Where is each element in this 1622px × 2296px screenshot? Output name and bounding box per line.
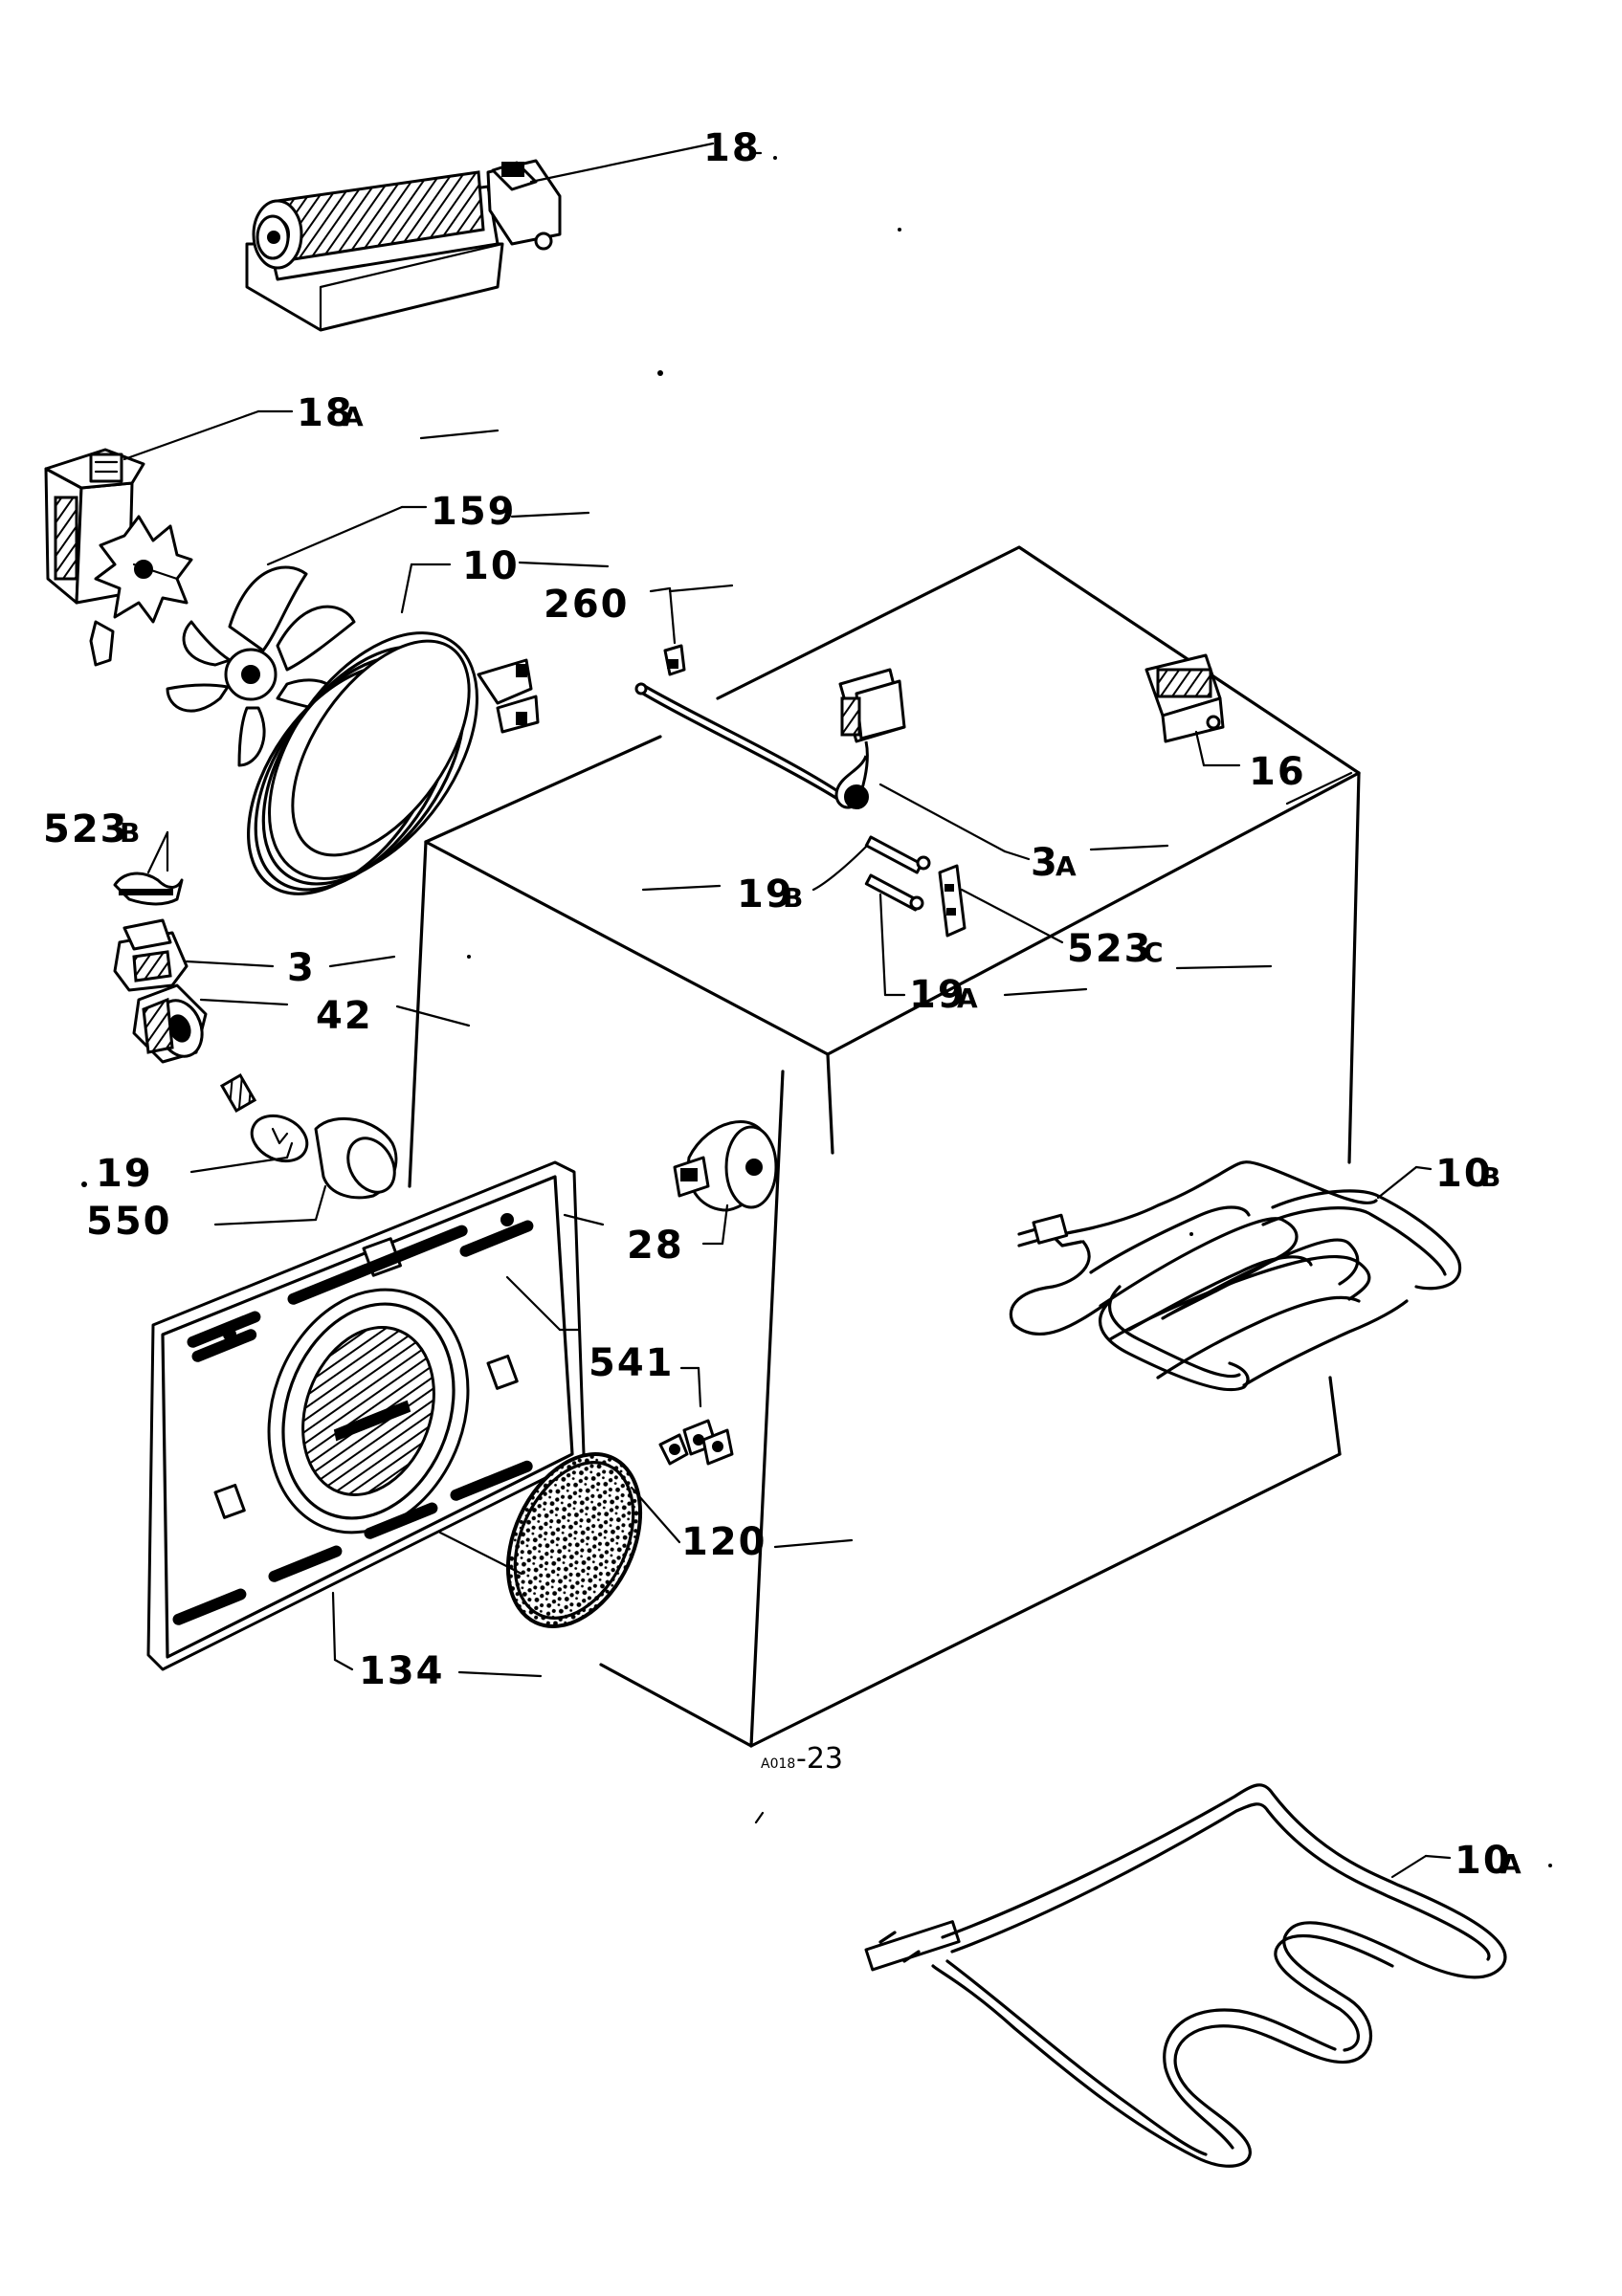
label-19b-suffix: B [783, 882, 803, 914]
drawing-code-number: -23 [796, 1742, 843, 1776]
callout-120: 120 [681, 1520, 767, 1564]
part-19b-sensor-rod [811, 835, 931, 892]
callout-10: 10 [410, 544, 520, 588]
part-3-switch [113, 918, 275, 992]
callout-3a: 3 A [1003, 841, 1077, 885]
drawing-code-prefix: A018 [761, 1756, 795, 1772]
part-10-circular-heating-element [247, 563, 540, 895]
part-134-rear-panel [146, 1160, 586, 1671]
callout-19a: 19 A [883, 973, 978, 1017]
callout-18a: 18 A [256, 391, 364, 435]
label-523c-suffix: C [1144, 937, 1164, 968]
callout-16: 16 [1202, 750, 1306, 794]
part-3a-thermostat [634, 668, 1007, 853]
part-42-lamp-holder [132, 983, 289, 1064]
part-10b-grill-element [1009, 1160, 1462, 1392]
label-541: 541 [589, 1341, 675, 1385]
callout-541: 541 [505, 1213, 675, 1385]
label-18: 18 [703, 126, 761, 170]
callout-523c: 523 C [1067, 927, 1164, 971]
part-550-lamp-cover [213, 1116, 398, 1226]
oven-cavity-box [408, 545, 1361, 1748]
part-10a-bottom-element [864, 1783, 1507, 2168]
label-10b: 10 [1435, 1152, 1493, 1196]
label-19b: 19 [737, 872, 794, 916]
part-19a-sensor-rod [864, 873, 924, 997]
label-10b-suffix: B [1480, 1161, 1500, 1193]
callout-18: 18 [703, 126, 761, 170]
label-3a: 3 [1031, 841, 1059, 885]
stray-marks [81, 156, 1552, 1867]
callout-19b: 19 B [737, 872, 803, 916]
label-3a-suffix: A [1055, 850, 1077, 882]
label-10a-suffix: A [1500, 1848, 1522, 1880]
label-260: 260 [544, 583, 630, 627]
part-16-terminal-block [1144, 653, 1225, 767]
label-28: 28 [627, 1224, 684, 1268]
callout-134: 134 [359, 1649, 445, 1693]
callout-10b: 10 B [1414, 1152, 1500, 1196]
label-19a-suffix: A [957, 982, 978, 1014]
callout-260: 260 [544, 583, 630, 627]
label-523b-suffix: B [120, 817, 140, 849]
label-3: 3 [287, 946, 316, 990]
label-19: 19 [96, 1152, 153, 1196]
callout-3: 3 [287, 946, 316, 990]
part-19-lamp-bulb [189, 1072, 309, 1174]
label-159: 159 [431, 490, 517, 534]
part-523c-bracket [938, 864, 1064, 944]
label-523c: 523 [1067, 927, 1153, 971]
label-18a-suffix: A [343, 401, 364, 432]
callout-42: 42 [316, 994, 373, 1038]
part-28-motor [673, 1120, 778, 1246]
callout-523b: 523 B [43, 807, 140, 851]
callout-550: 550 [86, 1200, 172, 1244]
part-159-fan-blade [166, 505, 404, 767]
part-18-tangential-fan [245, 142, 715, 332]
part-523b-clip [113, 830, 184, 906]
label-18a: 18 [297, 391, 354, 435]
label-10: 10 [462, 544, 520, 588]
part-18a-fan-motor [44, 409, 260, 667]
label-550: 550 [86, 1200, 172, 1244]
label-10a: 10 [1455, 1839, 1512, 1883]
label-120: 120 [681, 1520, 767, 1564]
part-541-screws [658, 1366, 734, 1466]
label-42: 42 [316, 994, 373, 1038]
label-523b: 523 [43, 807, 129, 851]
label-134: 134 [359, 1649, 445, 1693]
callout-159: 159 [400, 490, 517, 534]
callout-28: 28 [627, 1224, 684, 1268]
part-120-grease-filter [438, 1452, 681, 1628]
callout-10a: 10 A [1424, 1839, 1522, 1883]
label-19a: 19 [909, 973, 967, 1017]
callout-19: 19 [96, 1152, 153, 1196]
part-260-clip [649, 586, 686, 676]
label-16: 16 [1249, 750, 1306, 794]
drawing-code: A018 -23 [761, 1742, 843, 1776]
